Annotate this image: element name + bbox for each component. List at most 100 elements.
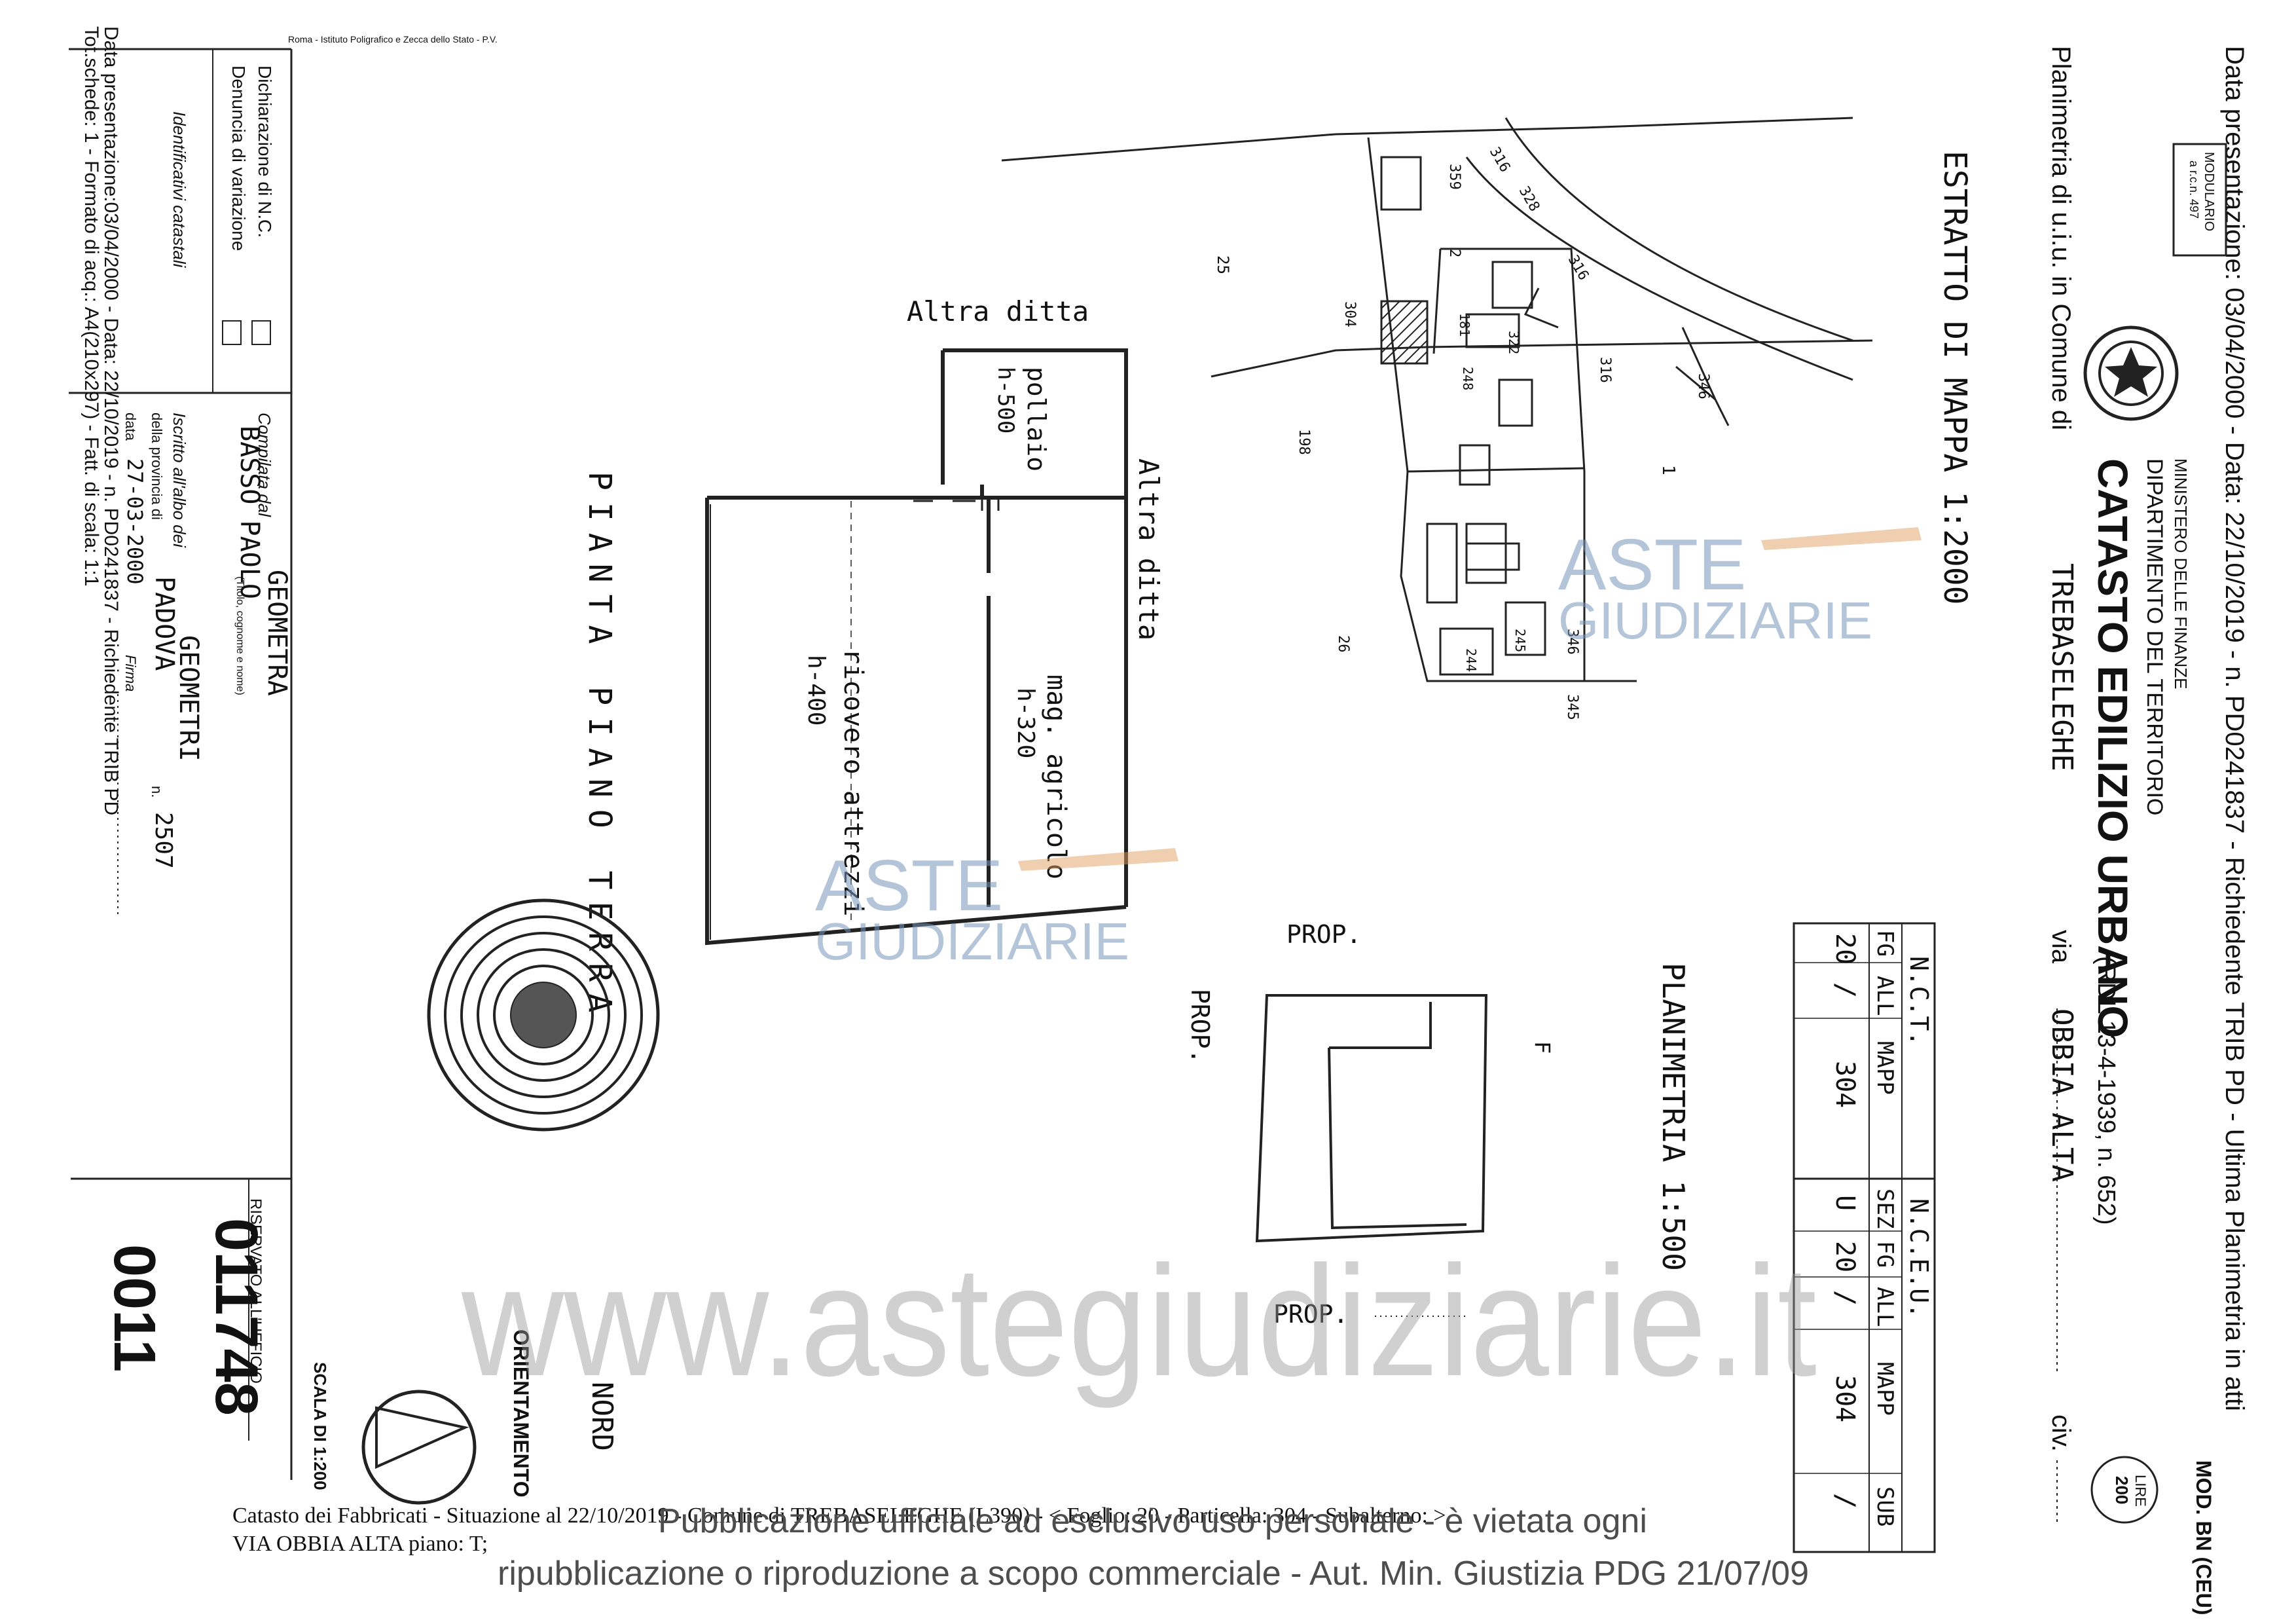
provincia-value: PADOVA <box>149 576 179 671</box>
lire-value: 200 <box>2112 1476 2132 1504</box>
pollaio-height: h-500 <box>993 367 1019 434</box>
via-value: OBBIA ALTA <box>2045 1008 2079 1182</box>
prop-label-top: PROP. <box>1286 920 1361 949</box>
nceu-value-sub: / <box>1830 1493 1860 1509</box>
pollaio-label: pollaio <box>1022 367 1051 471</box>
map-num: 1 <box>1658 465 1678 475</box>
altra-ditta-top: Altra ditta <box>907 295 1089 327</box>
name-value: BASSO PAOLO <box>234 426 264 599</box>
numero-label: n. <box>149 786 165 798</box>
parcel-304-hatched <box>1380 300 1429 365</box>
nct-header-all: ALL <box>1872 976 1898 1016</box>
data-label: data <box>122 413 139 441</box>
ricovero-label: ricovero attrezzi <box>838 648 868 916</box>
publication-notice-1: Pubblicazione ufficiale ad esclusivo uso… <box>658 1502 1647 1540</box>
lire-label: LIRE <box>2132 1475 2149 1507</box>
albo-value: GEOMETRI <box>173 635 204 762</box>
modulario-line1: MODULARIO <box>2202 152 2216 231</box>
map-num: 26 <box>1335 635 1351 653</box>
emblem-icon <box>2083 325 2179 421</box>
magazzino-label: mag. agricolo <box>1041 674 1071 879</box>
map-num: 346 <box>1695 373 1711 399</box>
map-num: 322 <box>1506 331 1522 354</box>
planimetria-scale-title: PLANIMETRIA 1:500 <box>1656 963 1691 1271</box>
data-value: 27-03-2000 <box>122 458 147 585</box>
nct-value-fg: 20 <box>1830 933 1860 965</box>
planimetria-comune-label: Planimetria di u.i.u. in Comune di <box>2047 46 2075 430</box>
geometra-value: GEOMETRA <box>262 570 292 696</box>
pianta-title: PIANTA PIANO TERRA <box>581 471 618 1024</box>
nceu-value-all: / <box>1830 1290 1860 1306</box>
map-num: 345 <box>1564 694 1580 720</box>
compass-icon <box>361 1390 477 1505</box>
publication-notice-2: ripubblicazione o riproduzione a scopo c… <box>498 1555 1809 1593</box>
catasto-law: (RDL 13-4-1939, n. 652) <box>2092 956 2120 1225</box>
estratto-title: ESTRATTO DI MAPPA 1:2000 <box>1937 151 1973 605</box>
ricovero-height: h-400 <box>803 655 829 726</box>
nceu-value-mapp: 304 <box>1830 1375 1860 1422</box>
denuncia-variazione: Denuncia di variazione <box>228 65 249 251</box>
comune-value: TREBASELEGHE <box>2045 563 2079 771</box>
catasto-footer-line1: Catasto dei Fabbricati - Situazione al 2… <box>232 1504 1446 1528</box>
giudiziarie-logo-text: GIUDIZIARIE <box>1558 591 1872 650</box>
firma-label: Firma <box>122 655 139 692</box>
denuncia-checkbox <box>222 320 242 345</box>
mod-bn-label: MOD. BN (CEU) <box>2192 1460 2215 1615</box>
seal-stamp-icon <box>427 898 660 1132</box>
map-num: 248 <box>1460 367 1476 390</box>
site-watermark: www.astegiudiziarie.it <box>461 1233 1817 1409</box>
nceu-header-all: ALL <box>1872 1287 1898 1327</box>
stamp-number: 011748 <box>203 1218 270 1416</box>
ministry-label: MINISTERO DELLE FINANZE <box>2171 458 2191 690</box>
nceu-header-mapp: MAPP <box>1872 1362 1898 1416</box>
modulario-box <box>2172 143 2227 257</box>
map-num: 346 <box>1564 629 1580 655</box>
catasto-title: CATASTO EDILIZIO URBANO <box>2089 458 2136 1038</box>
riservato-label: RISERVATO ALL'UFFICIO <box>247 1198 264 1384</box>
map-num: 181 <box>1457 313 1472 337</box>
nct-header-fg: FG <box>1872 930 1898 957</box>
map-num: 245 <box>1512 629 1528 652</box>
prop-label-bottom: PROP. <box>1273 1300 1348 1329</box>
iscritto-label: Iscritto all'albo dei <box>170 413 189 548</box>
catasto-footer-line2: VIA OBBIA ALTA piano: T; <box>232 1532 488 1556</box>
nceu-header-sez: SEZ <box>1872 1189 1898 1228</box>
nct-nceu-table: N.C.T. N.C.E.U. FG ALL MAPP SEZ FG ALL M… <box>1793 922 1936 1553</box>
nceu-value-sez: U <box>1830 1195 1860 1211</box>
nct-title: N.C.T. <box>1904 956 1933 1046</box>
nct-value-all: / <box>1830 982 1860 998</box>
nord-label: NORD <box>585 1382 619 1451</box>
north-orientation: NORD ORIENTAMENTO SCALA DI 1:200 <box>310 1329 619 1505</box>
aste-logo-text-2: ASTE <box>815 845 1003 926</box>
planimetria-500: PLANIMETRIA 1:500 PROP. PROP. PROP. F <box>1186 920 1691 1329</box>
map-num: 244 <box>1463 648 1479 672</box>
identificativi-label: Identificativi catastali <box>170 111 189 268</box>
orientamento-label: ORIENTAMENTO <box>509 1329 533 1498</box>
compilata-label: Compilata dal <box>255 413 274 517</box>
map-num: 25 <box>1214 255 1232 274</box>
nceu-title: N.C.E.U. <box>1904 1198 1933 1318</box>
titolo-hint: (Titolo, cognome e nome) <box>234 576 246 695</box>
nceu-header-sub: SUB <box>1872 1486 1898 1526</box>
map-num: 2 <box>1446 249 1463 257</box>
declaration-nc: Dichiarazione di N.C. <box>255 65 275 238</box>
department-label: DIPARTIMENTO DEL TERRITORIO <box>2142 458 2167 815</box>
map-num: 198 <box>1296 429 1312 455</box>
giudiziarie-logo-text-2: GIUDIZIARIE <box>815 912 1129 970</box>
magazzino-height: h-320 <box>1012 688 1039 758</box>
side-info-a: Data presentazione:03/04/2000 - Data: 22… <box>100 26 122 815</box>
map-extract: ESTRATTO DI MAPPA 1:2000 <box>1001 117 1973 682</box>
nceu-value-fg: 20 <box>1830 1241 1860 1272</box>
header-block: Data presentazione: 03/04/2000 - Data: 2… <box>288 34 2249 1615</box>
left-panel: Dichiarazione di N.C. Denuncia di variaz… <box>69 26 293 1480</box>
aste-logo-text: ASTE <box>1558 525 1746 605</box>
printer-stamp: Roma - Istituto Poligrafico e Zecca dell… <box>288 34 498 45</box>
altra-ditta-right: Altra ditta <box>1133 458 1165 640</box>
header-data-line: Data presentazione: 03/04/2000 - Data: 2… <box>2220 46 2249 1411</box>
via-label: via <box>2047 930 2075 964</box>
civ-label: civ. <box>2047 1414 2075 1452</box>
modulario-line2: a r.c.n. 497 <box>2187 160 2200 219</box>
lire-stamp <box>2090 1456 2159 1524</box>
aste-logo-watermark: ASTE GIUDIZIARIE ASTE GIUDIZIARIE <box>815 525 1922 970</box>
